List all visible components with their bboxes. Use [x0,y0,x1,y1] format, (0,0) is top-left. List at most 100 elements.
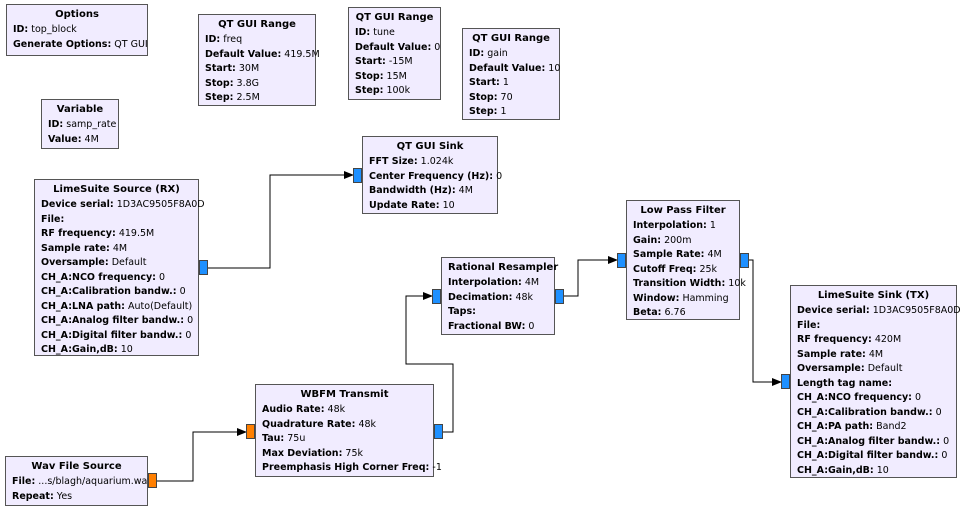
param-row: Center Frequency (Hz): 0 [369,170,502,185]
param-row: CH_A:LNA path: Auto(Default) [41,300,192,315]
param-key: Max Deviation: [262,447,343,459]
param-row: ID: tune [355,26,434,41]
block-title: QT GUI Range [355,12,434,23]
param-row: Sample rate: 4M [797,348,950,363]
param-key: Start: [205,63,236,74]
param-key: Device serial: [797,305,870,316]
param-value: gain [487,48,508,59]
limesuite-sink-block[interactable]: LimeSuite Sink (TX)Device serial: 1D3AC9… [790,285,961,478]
wbfm-out-port[interactable] [434,424,443,439]
limesuite-source-block[interactable]: LimeSuite Source (RX)Device serial: 1D3A… [34,179,205,358]
block-title: Rational Resampler [448,262,559,273]
wire-wav-to-wbfm[interactable] [157,428,247,482]
param-row: RF frequency: 419.5M [41,227,192,242]
param-value: 75k [345,447,363,459]
param-value: 10 [120,344,133,355]
param-value: Default [111,257,147,268]
param-key: Default Value: [355,41,432,53]
param-value: 48k [515,291,534,303]
param-row: CH_A:Analog filter bandw.: 0 [41,314,193,329]
limesink-in-port[interactable] [781,374,790,389]
param-value: 419.5M [118,228,155,239]
param-row: Step: 100k [355,84,434,99]
param-value: 4M [524,277,540,288]
param-key: ID: [48,119,64,130]
param-row: Generate Options: QT GUI [13,38,148,53]
param-key: Default Value: [205,48,282,60]
param-row: Device serial: 1D3AC9505F8A0D [41,198,205,213]
param-key: File: [12,476,36,487]
param-row: Length tag name: [797,377,950,392]
param-value: 419.5M [284,48,320,60]
resampler-in-port[interactable] [432,289,441,304]
resampler-out-port[interactable] [555,289,564,304]
param-value: 10 [876,464,889,476]
param-value: 0 [179,286,186,297]
param-key: ID: [13,24,29,35]
wav-out-port[interactable] [148,473,157,488]
param-value: 1 [502,77,509,88]
param-value: 75u [287,433,306,444]
param-value: 420M [874,334,902,345]
param-key: CH_A:Gain,dB: [41,344,118,355]
param-row: Stop: 3.8G [205,77,309,92]
lpf-in-port[interactable] [617,253,626,268]
param-value: 48k [358,418,377,430]
param-value: Default [867,363,903,374]
wire-wbfm-to-resampler[interactable] [405,292,454,433]
param-value: 6.76 [664,307,686,318]
param-value: 1 [500,106,507,117]
param-row: Cutoff Freq: 25k [633,263,733,278]
param-value: 4M [84,133,99,145]
wire-limesource-to-qtsink[interactable] [207,171,354,269]
param-key: Value: [48,133,82,145]
param-key: CH_A:Calibration bandw.: [797,406,933,418]
param-key: ID: [205,34,221,45]
block-title: Variable [56,104,104,115]
param-value: 0 [434,41,441,53]
param-row: CH_A:Gain,dB: 10 [41,343,192,358]
param-key: Step: [205,92,234,103]
param-key: Interpolation: [448,277,522,288]
param-key: Taps: [448,306,476,317]
param-row: Stop: 70 [469,91,553,106]
param-key: Stop: [469,91,498,103]
param-value: Hamming [682,292,729,304]
param-row: Interpolation: 4M [448,276,548,291]
param-row: CH_A:Calibration bandw.: 0 [41,285,192,300]
wire-resampler-to-lpf[interactable] [564,256,618,297]
param-value: Band2 [876,421,907,432]
param-value: 0 [185,329,192,341]
lpf-out-port[interactable] [740,253,749,268]
param-value: 1.024k [420,156,454,167]
param-key: Default Value: [469,62,546,74]
param-row: Decimation: 48k [448,291,548,306]
param-key: ID: [469,48,485,59]
param-value: 1D3AC9505F8A0D [116,199,205,210]
param-value: 10 [548,62,561,74]
param-value: Auto(Default) [128,300,193,312]
param-row: File: [41,213,192,228]
param-key: CH_A:Calibration bandw.: [41,286,177,297]
wire-lpf-to-limesink[interactable] [749,259,782,386]
param-value: 100k [386,85,411,96]
param-key: CH_A:Analog filter bandw.: [797,435,941,447]
param-value: 0 [941,450,948,461]
param-value: Yes [56,490,73,502]
limesource-out-port[interactable] [199,260,208,275]
param-row: Beta: 6.76 [633,306,733,321]
param-key: Decimation: [448,291,513,303]
qt-sink-in-port[interactable] [353,168,362,183]
wbfm-in-port[interactable] [246,424,255,439]
